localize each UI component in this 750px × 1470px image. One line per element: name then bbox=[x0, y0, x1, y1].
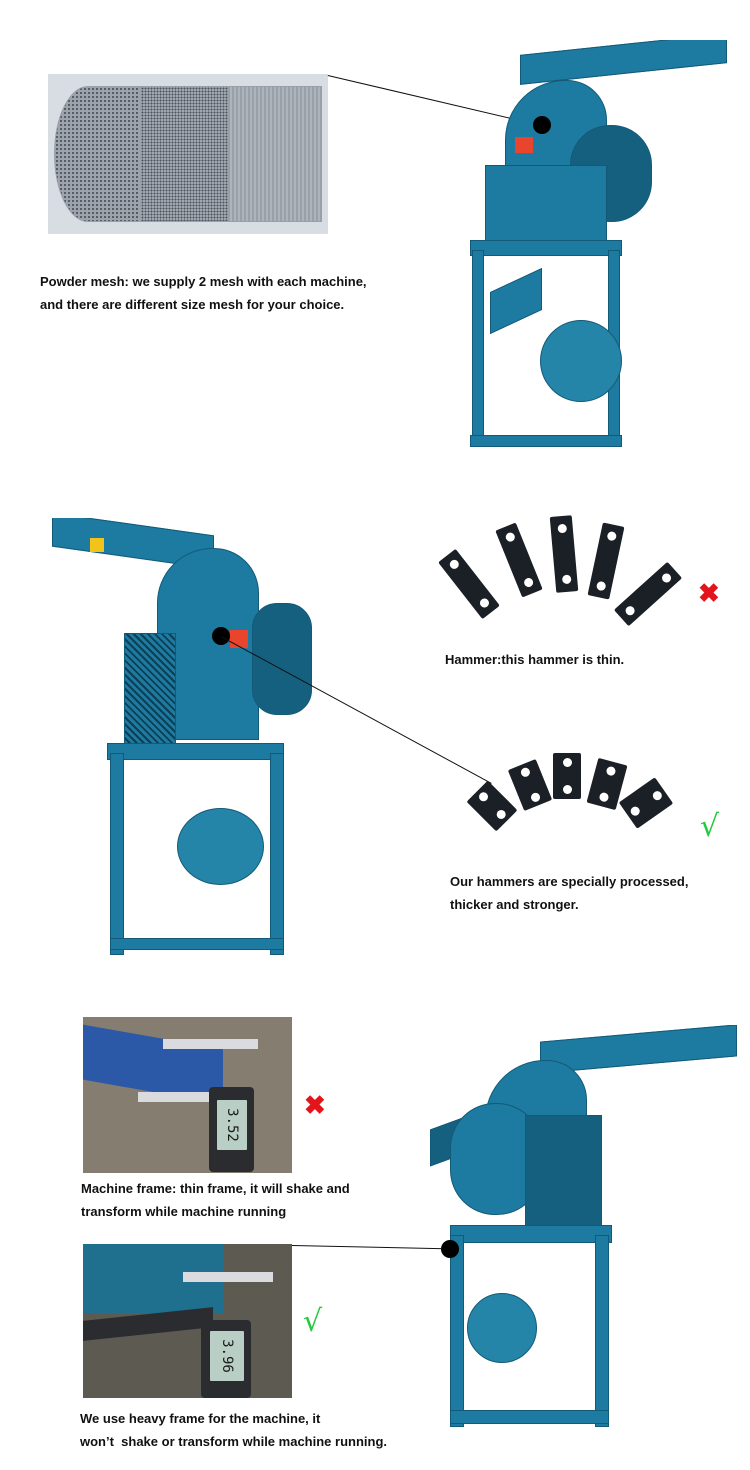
caliper-display: 3.52 bbox=[214, 1097, 250, 1153]
frame-leg bbox=[472, 250, 484, 447]
frame-leg bbox=[595, 1235, 609, 1427]
frame-leg bbox=[110, 753, 124, 955]
thin-hammer bbox=[549, 515, 579, 593]
frame-top bbox=[450, 1225, 612, 1243]
thick-hammer bbox=[618, 777, 674, 829]
approve-check-icon: √ bbox=[700, 809, 720, 844]
thick-hammer-caption-line1: Our hammers are specially processed, bbox=[450, 874, 689, 889]
thin-hammers-photo bbox=[438, 510, 690, 630]
discharge-chute bbox=[490, 267, 542, 335]
caliper-display: 3.96 bbox=[207, 1328, 247, 1384]
warning-label bbox=[515, 137, 533, 153]
electric-motor bbox=[177, 808, 264, 885]
thick-hammer bbox=[553, 753, 581, 799]
frame-top bbox=[107, 743, 284, 760]
mill-body bbox=[525, 1115, 602, 1227]
thick-hammer bbox=[466, 780, 518, 832]
heavy-frame-caption: We use heavy frame for the machine, it w… bbox=[80, 1407, 387, 1453]
reject-x-icon: ✖ bbox=[698, 578, 720, 608]
frame-top bbox=[470, 240, 622, 256]
warning-label bbox=[90, 538, 104, 552]
thin-hammer bbox=[613, 561, 683, 627]
powder-mesh-photo bbox=[48, 74, 328, 234]
electric-motor bbox=[467, 1293, 537, 1363]
frame-bottom bbox=[470, 435, 622, 447]
hammer-mill-machine-photo bbox=[460, 40, 730, 455]
feed-hopper bbox=[520, 40, 727, 85]
electric-motor bbox=[540, 320, 622, 402]
thin-frame-caliper-photo: 3.52 bbox=[83, 1017, 292, 1173]
callout-dot bbox=[441, 1240, 459, 1258]
heavy-frame-caliper-photo: 3.96 bbox=[83, 1244, 292, 1398]
heavy-frame-caption-line2: won’t shake or transform while machine r… bbox=[80, 1434, 387, 1449]
mesh-caption-line2: and there are different size mesh for yo… bbox=[40, 297, 345, 312]
frame-leg bbox=[450, 1235, 464, 1427]
hammer-mill-machine-photo-3 bbox=[425, 1025, 740, 1430]
caliper-jaw bbox=[183, 1272, 273, 1282]
frame-bottom bbox=[450, 1410, 609, 1424]
motor-guard-grille bbox=[124, 633, 176, 745]
mesh-caption: Powder mesh: we supply 2 mesh with each … bbox=[40, 270, 367, 316]
reject-x-icon: ✖ bbox=[304, 1090, 326, 1120]
caliper-reading: 3.52 bbox=[224, 1108, 240, 1142]
approve-check-icon: √ bbox=[303, 1304, 323, 1339]
mesh-caption-line1: Powder mesh: we supply 2 mesh with each … bbox=[40, 274, 367, 289]
thin-frame-caption-line2: transform while machine running bbox=[81, 1204, 287, 1219]
mill-body bbox=[485, 165, 607, 247]
thick-hammers-photo bbox=[465, 745, 685, 840]
caliper-reading: 3.96 bbox=[219, 1339, 235, 1373]
thin-hammer bbox=[587, 522, 625, 600]
mesh-sheet bbox=[140, 86, 232, 222]
thin-frame-caption-line1: Machine frame: thin frame, it will shake… bbox=[81, 1181, 350, 1196]
thin-hammer bbox=[495, 522, 543, 598]
hammer-mill-machine-photo-2 bbox=[52, 518, 314, 958]
callout-dot bbox=[533, 116, 551, 134]
thin-hammer-caption: Hammer:this hammer is thin. bbox=[445, 652, 625, 667]
mesh-sheet bbox=[228, 86, 322, 222]
frame-leg bbox=[270, 753, 284, 955]
callout-line bbox=[291, 1245, 445, 1250]
heavy-frame-caption-line1: We use heavy frame for the machine, it bbox=[80, 1411, 321, 1426]
thin-hammer bbox=[438, 548, 500, 620]
thick-hammer-caption-line2: thicker and stronger. bbox=[450, 897, 579, 912]
mesh-sheet bbox=[54, 86, 144, 222]
caliper-jaw bbox=[138, 1092, 218, 1102]
frame-bottom bbox=[110, 938, 284, 950]
thick-hammer-caption: Our hammers are specially processed, thi… bbox=[450, 870, 688, 916]
thin-frame-caption: Machine frame: thin frame, it will shake… bbox=[81, 1177, 350, 1223]
thick-hammer bbox=[507, 758, 553, 812]
caliper-jaw bbox=[163, 1039, 258, 1049]
